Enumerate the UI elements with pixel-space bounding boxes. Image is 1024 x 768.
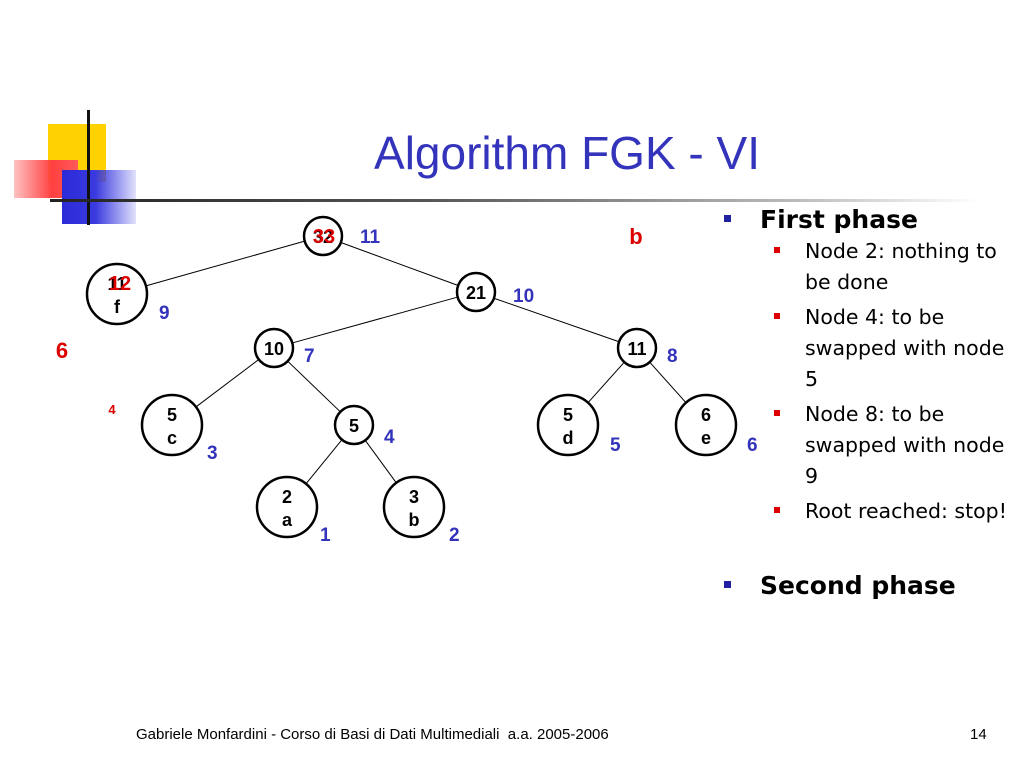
tree-node-n5 [333,404,375,446]
sub-bullet: Root reached: stop! [720,496,1020,527]
node-order-number: 6 [747,435,758,456]
tree-edge [649,361,687,403]
tree-node-n10 [253,327,295,369]
tree-node-c [140,393,204,457]
tree-edge [145,240,305,287]
tree-edge [287,360,341,413]
sub-bullet: Node 4: to be swapped with node 5 [720,302,1020,395]
bullet-label: Second phase [760,571,956,600]
node-order-number: 4 [384,427,395,448]
node-order-number: 9 [159,303,170,324]
node-weight: 6 [701,405,711,425]
node-weight: 11 [107,274,126,294]
node-symbol: d [563,428,574,448]
node-symbol: e [701,428,711,448]
sub-bullet-text: Root reached: stop! [805,499,1007,523]
node-weight: 5 [167,405,177,425]
sub-bullet-square-icon [774,507,780,513]
tree-labels: 11 9 10 7 8 3 4 5 6 1 2 [159,227,758,546]
sub-bullet: Node 2: nothing to be done [720,236,1020,298]
node-symbol: b [409,510,420,530]
bullet-square-icon [724,581,731,588]
bullet-label: First phase [760,205,918,234]
tree-node-n11 [616,327,658,369]
node-weight: 5 [349,416,359,436]
node-weight: 10 [264,339,284,359]
sub-bullet-text: Node 2: nothing to be done [805,239,997,294]
node-weight: 5 [563,405,573,425]
sub-bullet: Node 8: to be swapped with node 9 [720,399,1020,492]
sub-bullet-text: Node 8: to be swapped with node 9 [805,402,1005,488]
node-weight: 11 [627,339,646,359]
slide-title: Algorithm FGK - VI [374,127,760,179]
tree-node-e [674,393,738,457]
node-weight-update: 12 [109,273,131,295]
tree-node-d [536,393,600,457]
node-order-number: 1 [320,525,331,546]
annotation-four: 4 [108,402,116,417]
node-weight: 32 [313,227,333,247]
node-order-number: 2 [449,525,460,546]
tree-edge [587,361,625,403]
annotation-six: 6 [56,338,68,363]
node-weight-update: 33 [313,226,335,248]
tree-edge [305,439,343,485]
node-weight: 21 [466,283,486,303]
bullet-second-phase: Second phase [720,571,1020,600]
tree-node-root [302,215,344,257]
tree-edge [340,242,459,286]
decor-vertical-line [87,110,90,225]
node-order-number: 3 [207,443,218,464]
bullet-first-phase: First phase [720,205,1020,234]
node-weight: 2 [282,487,292,507]
node-symbol: c [167,428,177,448]
tree-node-f [85,262,149,326]
node-order-number: 10 [513,286,534,307]
sub-bullet-square-icon [774,410,780,416]
sub-bullet-square-icon [774,247,780,253]
tree-node-a [255,475,319,539]
footer-text: Gabriele Monfardini - Corso di Basi di D… [136,726,609,743]
sub-bullet-text: Node 4: to be swapped with node 5 [805,305,1005,391]
sub-bullet-square-icon [774,313,780,319]
tree-node-n21 [455,271,497,313]
node-order-number: 8 [667,346,678,367]
node-weight: 3 [409,487,419,507]
tree-node-b [382,475,446,539]
annotation-symbol-b: b [629,224,642,249]
tree-edges [145,240,687,485]
bullet-list: First phase Node 2: nothing to be done N… [720,205,1020,600]
tree-edge [364,440,397,484]
node-order-number: 7 [304,346,315,367]
node-symbol: f [114,297,121,317]
node-order-number: 5 [610,435,621,456]
node-symbol: a [282,510,293,530]
bullet-square-icon [724,215,731,222]
page-number: 14 [970,726,987,743]
tree-edge [195,359,260,408]
node-order-number: 11 [360,227,381,248]
tree-edge [292,296,458,344]
decor-blue-square [62,170,136,224]
tree-edge [493,297,620,343]
decor-horizontal-line [50,199,980,202]
